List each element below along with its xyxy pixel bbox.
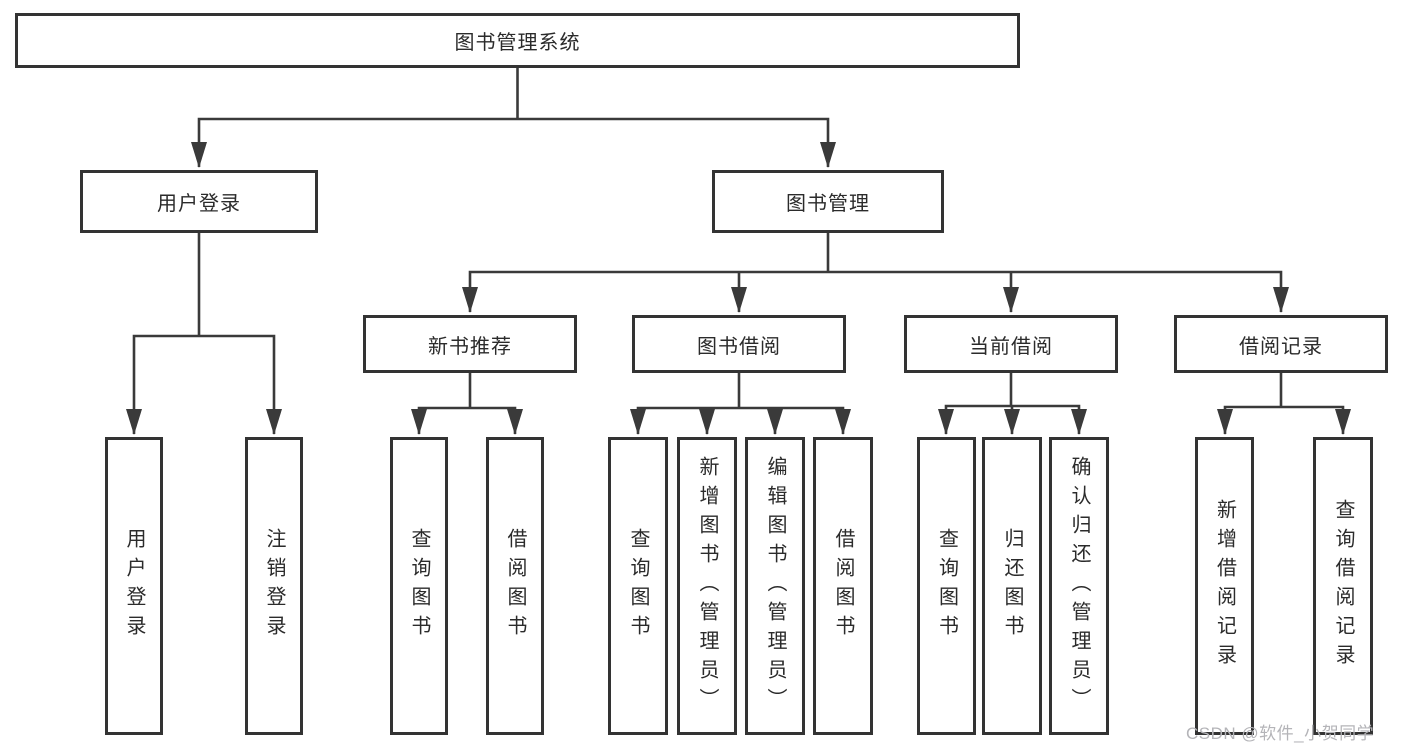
node-book-management-system: 图书管理系统 bbox=[15, 13, 1020, 68]
leaf-label: 查询图书 bbox=[627, 528, 649, 644]
node-label: 新书推荐 bbox=[428, 335, 512, 358]
node-label: 图书管理系统 bbox=[454, 32, 581, 54]
leaf-add-book-admin: 新增图书（管理员） bbox=[677, 437, 737, 735]
leaf-query-borrow-record: 查询借阅记录 bbox=[1313, 437, 1373, 735]
leaf-label: 借阅图书 bbox=[504, 528, 526, 644]
node-label: 借阅记录 bbox=[1239, 335, 1323, 358]
leaf-query-books-borrow: 查询图书 bbox=[608, 437, 668, 735]
connector-current-borrow-to-leaves bbox=[938, 373, 1087, 435]
csdn-watermark: CSDN @软件_小贺同学 bbox=[1186, 724, 1375, 743]
node-book-management: 图书管理 bbox=[712, 170, 944, 233]
node-label: 当前借阅 bbox=[969, 335, 1053, 358]
connector-root-to-level2 bbox=[191, 68, 836, 168]
leaf-query-books-recommend: 查询图书 bbox=[390, 437, 448, 735]
leaf-query-books-current: 查询图书 bbox=[917, 437, 976, 735]
leaf-borrow-books-recommend: 借阅图书 bbox=[486, 437, 544, 735]
leaf-edit-book-admin: 编辑图书（管理员） bbox=[745, 437, 805, 735]
leaf-label: 新增图书（管理员） bbox=[696, 455, 718, 717]
leaf-label: 用户登录 bbox=[123, 528, 145, 644]
leaf-borrow-books: 借阅图书 bbox=[813, 437, 873, 735]
node-borrowing-records: 借阅记录 bbox=[1174, 315, 1388, 373]
leaf-add-borrow-record: 新增借阅记录 bbox=[1195, 437, 1254, 735]
leaf-label: 借阅图书 bbox=[832, 528, 854, 644]
node-new-book-recommendation: 新书推荐 bbox=[363, 315, 577, 373]
leaf-label: 查询借阅记录 bbox=[1332, 499, 1354, 673]
node-label: 图书借阅 bbox=[697, 335, 781, 358]
connector-book-management-to-level3 bbox=[462, 233, 1289, 313]
leaf-logout: 注销登录 bbox=[245, 437, 303, 735]
leaf-label: 确认归还（管理员） bbox=[1068, 455, 1090, 717]
leaf-label: 查询图书 bbox=[935, 528, 958, 644]
leaf-label: 注销登录 bbox=[263, 528, 285, 644]
leaf-label: 归还图书 bbox=[1001, 528, 1023, 644]
connector-new-book-to-leaves bbox=[411, 373, 523, 435]
leaf-user-login: 用户登录 bbox=[105, 437, 163, 735]
leaf-return-book: 归还图书 bbox=[982, 437, 1042, 735]
node-book-borrowing: 图书借阅 bbox=[632, 315, 846, 373]
node-label: 用户登录 bbox=[157, 193, 241, 215]
leaf-label: 编辑图书（管理员） bbox=[764, 455, 786, 717]
leaf-label: 查询图书 bbox=[408, 528, 430, 644]
node-current-borrowing: 当前借阅 bbox=[904, 315, 1118, 373]
connector-user-login-to-leaves bbox=[126, 233, 282, 435]
connector-book-borrow-to-leaves bbox=[630, 373, 851, 435]
connector-borrow-records-to-leaves bbox=[1217, 373, 1351, 435]
node-user-login: 用户登录 bbox=[80, 170, 318, 233]
node-label: 图书管理 bbox=[786, 193, 870, 215]
leaf-confirm-return-admin: 确认归还（管理员） bbox=[1049, 437, 1109, 735]
leaf-label: 新增借阅记录 bbox=[1213, 499, 1236, 673]
